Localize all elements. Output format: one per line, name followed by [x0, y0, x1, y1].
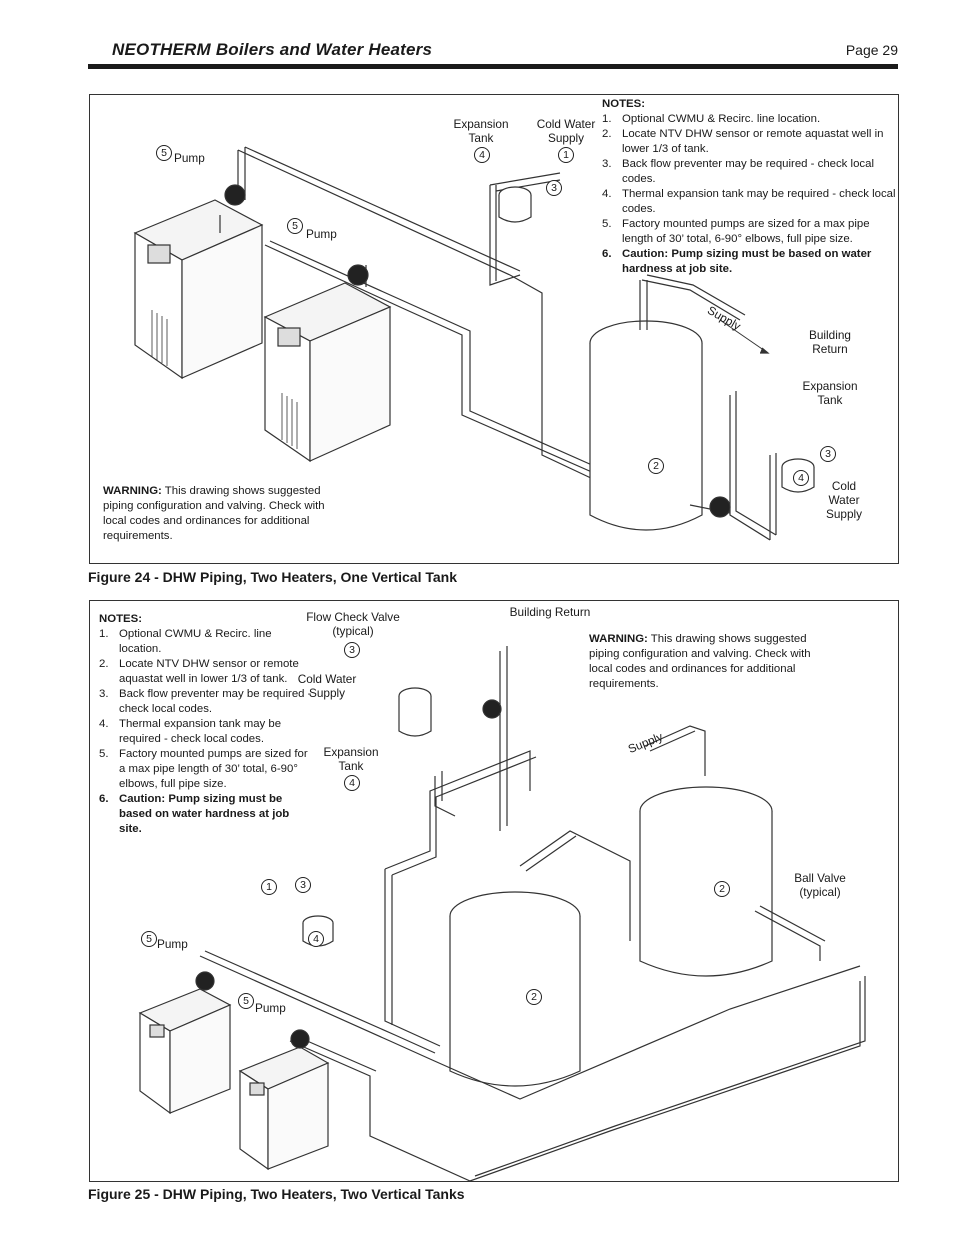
- fig24-label-cold-water-supply: Cold Water Supply: [536, 117, 596, 145]
- fig25-badge-4: 4: [344, 775, 360, 791]
- figure-24-drawing: [133, 146, 815, 541]
- fig25-note-item: 6.Caution: Pump sizing must be based on …: [99, 793, 290, 835]
- boiler-unit-2: [263, 282, 392, 463]
- brand-name: NEOTHERM: [112, 40, 211, 59]
- fig25-badge-3: 3: [295, 877, 311, 893]
- fig24-badge-3: 3: [546, 180, 562, 196]
- fig24-warning: WARNING: This drawing shows suggested pi…: [103, 485, 325, 542]
- fig24-notes-title: NOTES:: [602, 98, 646, 110]
- fig24-label-cold-water-supply-2: Cold Water Supply: [825, 479, 863, 521]
- storage-tank: [589, 274, 746, 531]
- fig24-note-item: 3.Back flow preventer may be required - …: [602, 158, 874, 185]
- fig25-note-item: 3.Back flow preventer may be required - …: [99, 688, 312, 715]
- page-number: Page 29: [845, 42, 898, 58]
- fig24-badge-5: 5: [156, 145, 172, 161]
- figure-25-caption: Figure 25 - DHW Piping, Two Heaters, Two…: [88, 1186, 465, 1202]
- fig25-label-cold-water-supply: Cold Water Supply: [297, 672, 357, 700]
- fig24-badge-1: 1: [558, 147, 574, 163]
- fig24-badge-3b: 3: [820, 446, 836, 462]
- fig25-badge-5: 5: [141, 931, 157, 947]
- fig25-label-building-return: Building Return: [509, 605, 591, 619]
- fig25-badge-1: 1: [261, 879, 277, 895]
- header-rule: [88, 64, 898, 69]
- fig24-note-item: 5.Factory mounted pumps are sized for a …: [602, 218, 870, 245]
- fig24-label-pump: Pump: [174, 151, 205, 165]
- fig24-badge-4: 4: [474, 147, 490, 163]
- fig25-label-ball-valve: Ball Valve (typical): [794, 871, 846, 899]
- figure-25-frame: NOTES: 1.Optional CWMU & Recirc. line lo…: [89, 600, 899, 1182]
- header-title-rest: Boilers and Water Heaters: [210, 40, 433, 59]
- fig24-note-item: 1.Optional CWMU & Recirc. line location.: [602, 113, 821, 125]
- fig25-note-item: 4.Thermal expansion tank may be required…: [99, 718, 282, 745]
- fig25-warning: WARNING: This drawing shows suggested pi…: [589, 633, 811, 690]
- fig24-badge-4b: 4: [793, 470, 809, 486]
- header-title: NEOTHERM Boilers and Water Heaters: [112, 40, 432, 60]
- fig25-note-item: 1.Optional CWMU & Recirc. line location.: [99, 628, 272, 655]
- fig24-notes: NOTES: 1.Optional CWMU & Recirc. line lo…: [602, 97, 902, 277]
- storage-tank-1: [449, 891, 581, 1087]
- boiler-unit-1: [133, 199, 264, 380]
- figure-25-drawing: [138, 646, 866, 1181]
- fig24-label-pump: Pump: [306, 227, 337, 241]
- fig25-notes: NOTES: 1.Optional CWMU & Recirc. line lo…: [99, 612, 314, 837]
- fig24-note-item: 2.Locate NTV DHW sensor or remote aquast…: [602, 128, 884, 155]
- boiler-unit-2: [238, 1046, 330, 1171]
- fig25-badge-2: 2: [526, 989, 542, 1005]
- fig25-note-item: 2.Locate NTV DHW sensor or remote aquast…: [99, 658, 299, 685]
- fig25-notes-title: NOTES:: [99, 613, 143, 625]
- figure-24-frame: NOTES: 1.Optional CWMU & Recirc. line lo…: [89, 94, 899, 564]
- fig24-note-item: 4.Thermal expansion tank may be required…: [602, 188, 896, 215]
- fig25-badge-3: 3: [344, 642, 360, 658]
- fig24-badge-5: 5: [287, 218, 303, 234]
- fig25-label-flow-check-valve: Flow Check Valve (typical): [306, 610, 400, 638]
- fig25-badge-4: 4: [308, 931, 324, 947]
- fig25-label-expansion-tank: Expansion Tank: [323, 745, 379, 773]
- fig24-note-item: 6.Caution: Pump sizing must be based on …: [602, 248, 872, 275]
- fig25-badge-5: 5: [238, 993, 254, 1009]
- fig24-label-expansion-tank: Expansion Tank: [453, 117, 509, 145]
- fig25-badge-2: 2: [714, 881, 730, 897]
- storage-tank-2: [639, 786, 773, 977]
- fig25-label-pump: Pump: [255, 1001, 286, 1015]
- fig25-note-item: 5.Factory mounted pumps are sized for a …: [99, 748, 308, 790]
- fig25-label-pump: Pump: [157, 937, 188, 951]
- boiler-unit-1: [138, 988, 232, 1115]
- fig24-label-expansion-tank-2: Expansion Tank: [802, 379, 858, 407]
- fig24-badge-2: 2: [648, 458, 664, 474]
- fig24-label-building-return: Building Return: [809, 328, 851, 356]
- figure-24-caption: Figure 24 - DHW Piping, Two Heaters, One…: [88, 569, 458, 585]
